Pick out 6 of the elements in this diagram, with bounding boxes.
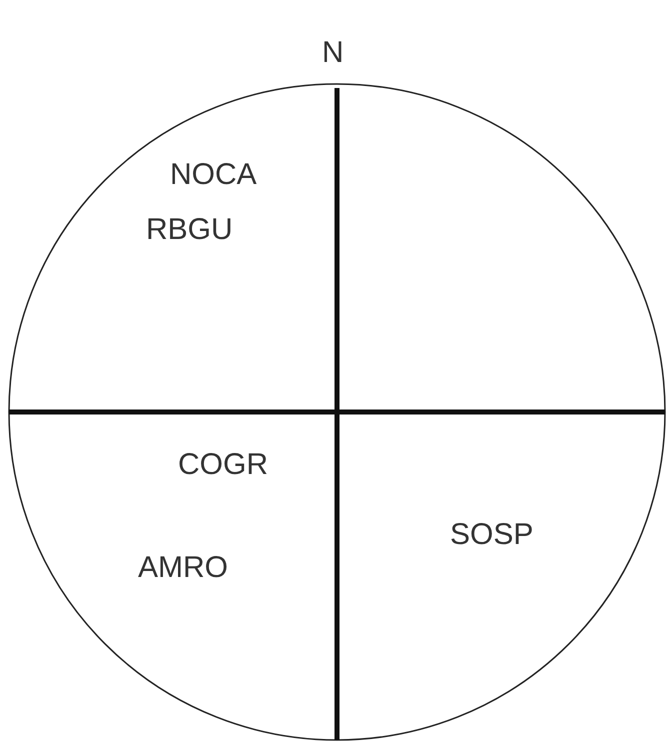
species-code: COGR xyxy=(178,450,268,480)
species-code: NOCA xyxy=(170,160,257,190)
north-label: N xyxy=(322,38,344,68)
species-code: SOSP xyxy=(450,520,534,550)
species-code: RBGU xyxy=(146,215,233,245)
species-code: AMRO xyxy=(138,553,228,583)
